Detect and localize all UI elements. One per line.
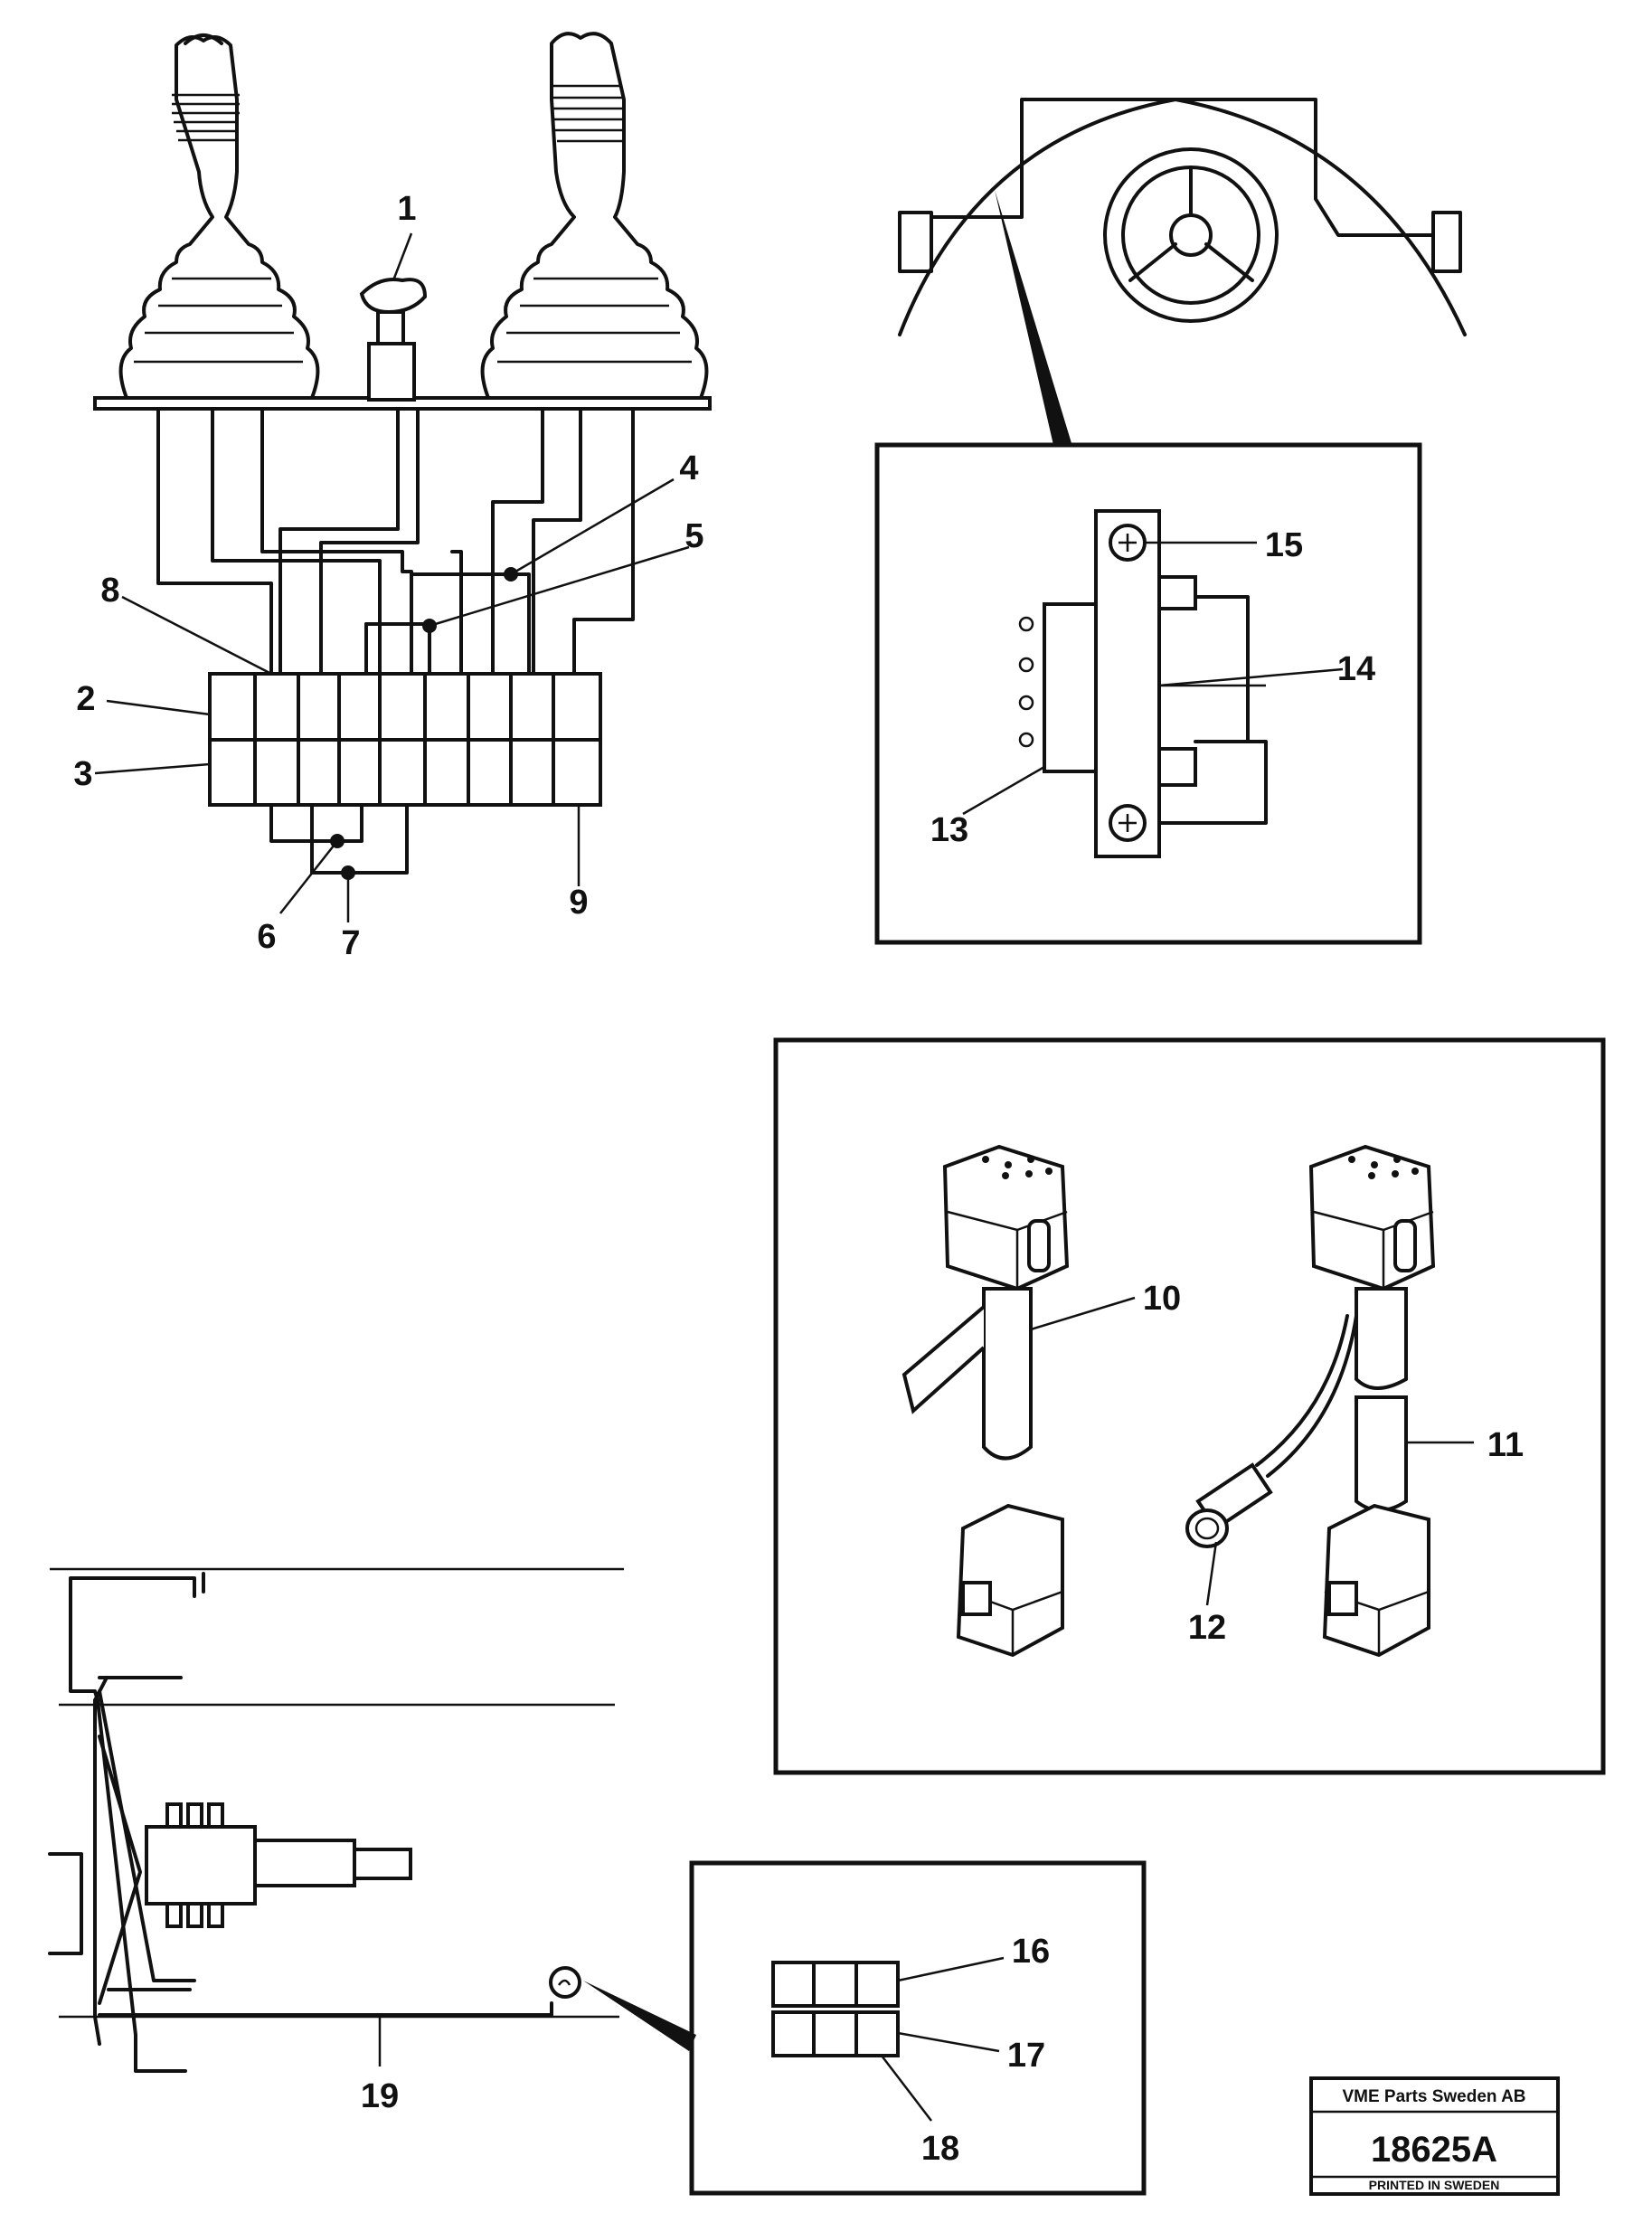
- callout-2: 2: [76, 680, 95, 718]
- cable-11: [1185, 1144, 1436, 1658]
- callout-8: 8: [100, 572, 119, 610]
- badge-printed: PRINTED IN SWEDEN: [1369, 2178, 1500, 2192]
- connector-left-part: [1043, 602, 1098, 773]
- cable-end-12: [1185, 1508, 1229, 1548]
- callout-1: 1: [397, 190, 416, 228]
- connector-detail-box: [874, 442, 1422, 945]
- callout-15: 15: [1265, 526, 1303, 564]
- joystick-assembly: [93, 32, 712, 922]
- callout-19: 19: [361, 2077, 399, 2115]
- callout-10: 10: [1143, 1280, 1181, 1318]
- callout-14: 14: [1337, 650, 1375, 688]
- terminal-block: [208, 672, 602, 807]
- cab-panel-side-view: [48, 1567, 696, 2073]
- connector-body: [1094, 509, 1161, 858]
- callout-12: 12: [1188, 1609, 1226, 1647]
- control-unit: [145, 1825, 257, 1906]
- callout-4: 4: [679, 449, 698, 487]
- callout-9: 9: [569, 884, 588, 922]
- callout-18: 18: [921, 2130, 959, 2168]
- right-joystick: [480, 32, 709, 400]
- center-knob: [359, 278, 428, 402]
- callout-16: 16: [1012, 1933, 1050, 1971]
- cab-top-view: [898, 98, 1467, 445]
- callout-7: 7: [341, 924, 360, 962]
- callout-labels: 1 2 3 4 5 6 7 8 9 10 11 12 13 14 15 16 1…: [73, 190, 1524, 2168]
- callout-6: 6: [257, 918, 276, 956]
- badge-number: 18625A: [1371, 2130, 1497, 2170]
- badge-company: VME Parts Sweden AB: [1342, 2087, 1525, 2106]
- left-joystick: [118, 33, 320, 400]
- publisher-badge: VME Parts Sweden AB 18625A PRINTED IN SW…: [1309, 2076, 1560, 2196]
- connector-point: [549, 1966, 581, 1999]
- callout-17: 17: [1007, 2037, 1045, 2075]
- callout-3: 3: [73, 755, 92, 793]
- small-connector-box: [689, 1860, 1147, 2196]
- wiring: [156, 407, 635, 875]
- cable-10: [902, 1144, 1070, 1658]
- callout-5: 5: [684, 517, 703, 555]
- steering-wheel: [1103, 147, 1279, 323]
- callout-13: 13: [930, 811, 968, 849]
- callout-11: 11: [1487, 1426, 1524, 1464]
- cable-detail-box: [773, 1037, 1606, 1775]
